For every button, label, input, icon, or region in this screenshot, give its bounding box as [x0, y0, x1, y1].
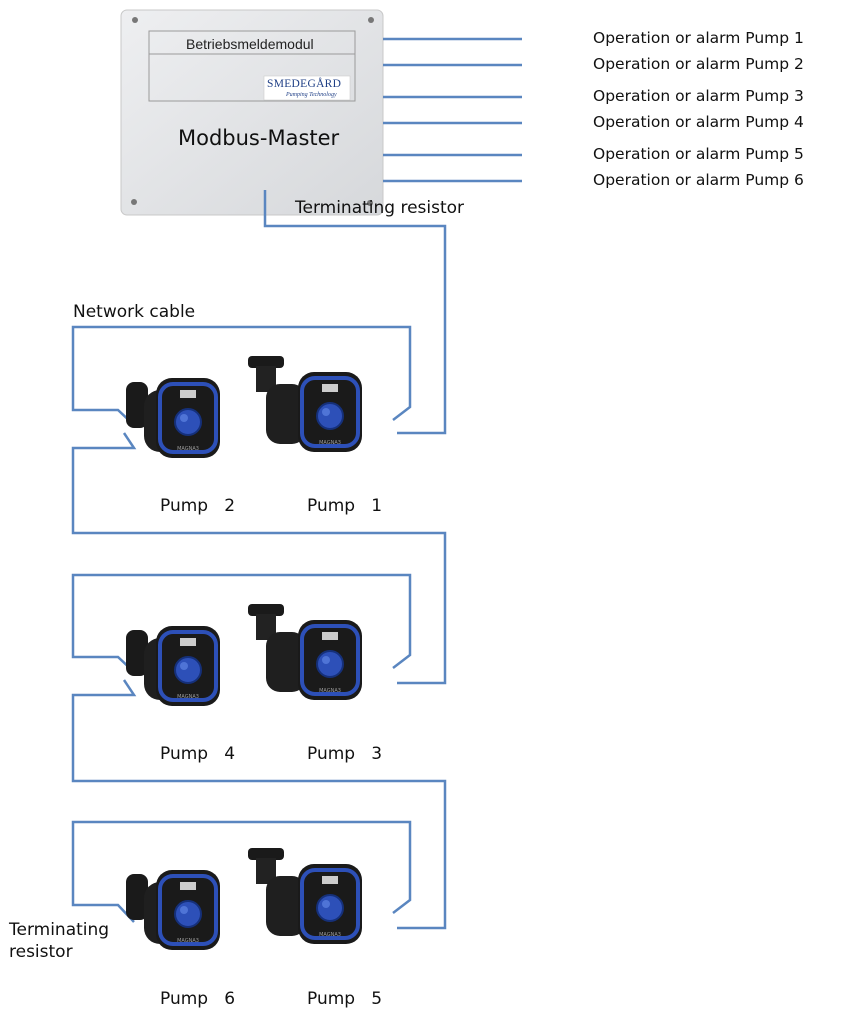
pump-pair-1 — [126, 356, 362, 458]
logo-tagline: Pumping Technology — [286, 92, 337, 98]
pump-1-label: Pump 1 — [307, 496, 383, 516]
output-label-pump-3: Operation or alarm Pump 3 — [593, 87, 804, 105]
network-cable — [71, 190, 447, 930]
terminating-resistor-bottom-label-line1: Terminating — [9, 920, 110, 940]
output-label-pump-5: Operation or alarm Pump 5 — [593, 145, 804, 163]
pump-4-label: Pump 4 — [160, 744, 236, 764]
output-label-pump-2: Operation or alarm Pump 2 — [593, 55, 804, 73]
smedegaard-logo — [263, 75, 351, 101]
module-title: Modbus-Master — [178, 126, 340, 150]
pump-2-label: Pump 2 — [160, 496, 236, 516]
pump-pair-3 — [126, 848, 362, 950]
terminating-resistor-top-label: Terminating resistor — [295, 198, 465, 218]
screw-icon — [368, 17, 374, 23]
logo-brand: SMEDEGÅRD — [267, 78, 342, 90]
terminating-resistor-bottom-label-line2: resistor — [9, 942, 73, 962]
pump-5-label: Pump 5 — [307, 989, 383, 1009]
network-cable-label: Network cable — [73, 302, 196, 322]
pump-pair-2 — [126, 604, 362, 706]
screw-icon — [132, 17, 138, 23]
output-label-pump-4: Operation or alarm Pump 4 — [593, 113, 804, 131]
modbus-master-module — [120, 9, 384, 216]
screw-icon — [367, 200, 373, 206]
module-panel-label: Betriebsmeldemodul — [186, 36, 314, 52]
pump-6-label: Pump 6 — [160, 989, 236, 1009]
output-label-pump-1: Operation or alarm Pump 1 — [593, 29, 804, 47]
output-label-pump-6: Operation or alarm Pump 6 — [593, 171, 804, 189]
pump-3-label: Pump 3 — [307, 744, 383, 764]
output-wires — [383, 37, 522, 183]
screw-icon — [131, 199, 137, 205]
